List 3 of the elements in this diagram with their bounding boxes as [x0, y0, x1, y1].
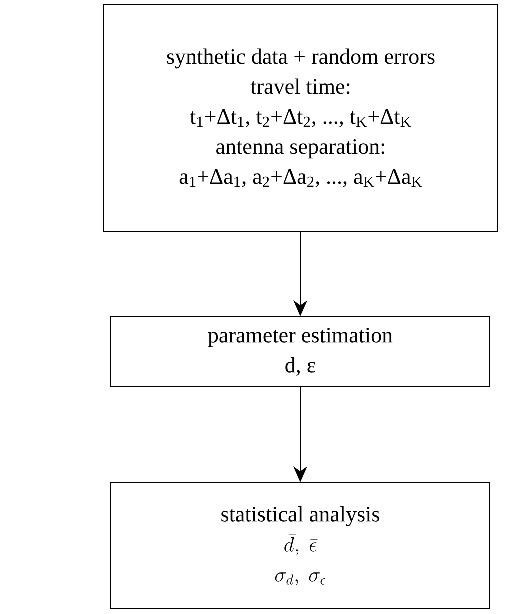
process-box: statistical analysis $\bar{d},\ \bar{\epsilon}$ $\sigma_d,\ \sigma_\epsilon$ — [110, 482, 490, 610]
process-box: synthetic data + random errors travel time: t$_{1}$+Δt$_{1}$, t$_{2}$+Δt$_{2}$, ..., t$_{K}$+Δt$_{K}$ antenna separation: a$_{1}$+Δa$_{1}$, a$_{2}$+Δa$_{2}$, ..., a$_{K}$+Δa$_{K}$ — [104, 4, 498, 232]
process-box: parameter estimation d, ε — [110, 316, 490, 388]
